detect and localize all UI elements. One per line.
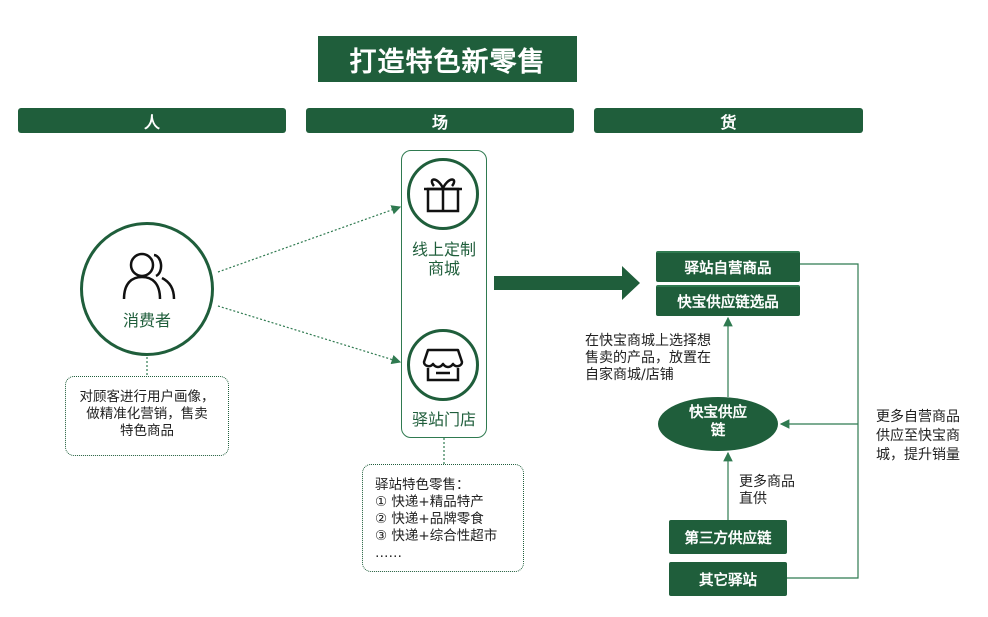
select-note-line: 售卖的产品，放置在 [585, 350, 711, 366]
online-mall-label-line: 线上定制 [411, 240, 476, 259]
supply-chain-label: 快宝供应 链 [658, 404, 778, 440]
consumer-note-box: 对顾客进行用户画像， 做精准化营销，售卖 特色商品 [65, 376, 229, 456]
consumer-to-store-line [217, 305, 402, 365]
station-note-box: 驿站特色零售： ① 快递+精品特产 ② 快递+品牌零食 ③ 快递+综合性超市 …… [362, 464, 524, 572]
selected-products-box: 快宝供应链选品 [656, 285, 800, 316]
station-note-line: ③ 快递+综合性超市 [375, 528, 498, 544]
select-note-line: 自家商城/店铺 [585, 367, 674, 383]
online-mall-label-line: 商城 [427, 259, 460, 278]
right-note-line: 供应至快宝商 [876, 428, 960, 444]
consumer-note-line: 特色商品 [120, 423, 174, 439]
supply-chain-ellipse [658, 397, 778, 451]
right-note-line: 城，提升销量 [876, 447, 960, 463]
station-note-line: ① 快递+精品特产 [375, 494, 484, 510]
store-icon [422, 348, 464, 382]
station-note-line: 驿站特色零售： [375, 477, 470, 493]
consumer-to-online-line [217, 205, 402, 273]
user-group-icon [122, 252, 176, 300]
page-title: 打造特色新零售 [318, 36, 577, 82]
more-goods-note-line: 直供 [739, 491, 767, 507]
station-store-label: 驿站门店 [411, 410, 476, 429]
station-store-circle [407, 329, 479, 401]
supply-chain-label-line: 快宝供应 [689, 405, 747, 421]
column-header-goods: 货 [594, 108, 863, 133]
supply-chain-label-line: 链 [710, 423, 726, 439]
consumer-label: 消费者 [122, 311, 171, 330]
more-goods-note: 更多商品 直供 [739, 474, 795, 508]
column-header-place: 场 [306, 108, 574, 133]
column-header-people: 人 [18, 108, 286, 133]
consumer-note-line: 做精准化营销，售卖 [86, 406, 208, 422]
own-products-box: 驿站自营商品 [656, 251, 800, 282]
third-party-supply-box: 第三方供应链 [669, 520, 787, 554]
station-note-line: …… [375, 545, 402, 561]
big-arrow [494, 266, 640, 300]
select-note-line: 在快宝商城上选择想 [585, 333, 711, 349]
online-mall-label: 线上定制 商城 [401, 240, 487, 278]
right-note-line: 更多自营商品 [876, 409, 960, 425]
other-stations-box: 其它驿站 [669, 562, 787, 596]
right-note: 更多自营商品 供应至快宝商 城，提升销量 [876, 408, 960, 465]
more-goods-note-line: 更多商品 [739, 474, 795, 490]
online-mall-circle [407, 158, 479, 230]
station-note-line: ② 快递+品牌零食 [375, 511, 484, 527]
place-panel [401, 150, 487, 438]
gift-icon [424, 178, 462, 213]
right-loop-line [787, 263, 859, 579]
consumer-note-line: 对顾客进行用户画像， [79, 389, 215, 405]
consumer-circle: 消费者 [80, 222, 214, 356]
select-note: 在快宝商城上选择想 售卖的产品，放置在 自家商城/店铺 [585, 333, 711, 384]
